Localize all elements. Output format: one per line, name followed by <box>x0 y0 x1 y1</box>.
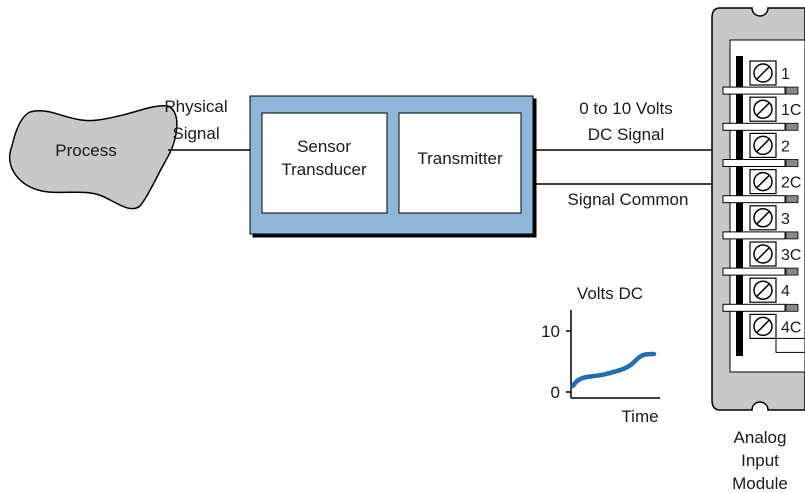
terminal-label-4: 4 <box>781 283 790 300</box>
terminal-separator-1 <box>722 86 786 95</box>
signal-common-label: Signal Common <box>568 190 689 209</box>
graph-voltage-curve <box>570 351 657 389</box>
physical-signal-label-2: Signal <box>172 124 219 143</box>
sensor-box <box>261 112 388 214</box>
graph-tick-top-label: 10 <box>541 322 560 341</box>
module-label-3: Module <box>732 474 788 493</box>
terminal-screw-slot-2 <box>756 138 770 152</box>
dc-signal-label-1: 0 to 10 Volts <box>579 99 673 118</box>
terminal-label-3: 3 <box>781 211 790 228</box>
terminal-screw-slot-3c <box>756 247 770 261</box>
terminal-label-2c: 2C <box>781 175 801 192</box>
volts-time-graph: Volts DC 10 0 Time <box>541 284 660 426</box>
terminal-separator-tab-3c <box>785 267 799 276</box>
sensor-label-2: Transducer <box>281 160 367 179</box>
module-label-2: Input <box>741 451 779 470</box>
terminal-separator-2c <box>722 195 786 204</box>
terminal-separator-4 <box>722 303 786 312</box>
sensor-label-1: Sensor <box>297 137 351 156</box>
terminal-screw-slot-2c <box>756 175 770 189</box>
terminal-screw-slot-3 <box>756 211 770 225</box>
terminal-separator-tab-4 <box>785 303 799 312</box>
terminal-screw-slot-1c <box>756 102 770 116</box>
terminal-separator-2 <box>722 159 786 167</box>
terminal-label-4c: 4C <box>781 319 801 336</box>
terminal-separator-tab-1 <box>785 86 799 95</box>
terminal-separator-3 <box>722 231 786 240</box>
terminal-separator-tab-3 <box>785 231 799 240</box>
graph-tick-bottom-label: 0 <box>551 383 560 402</box>
terminal-bottom-box <box>775 337 805 353</box>
terminal-label-1: 1 <box>781 66 790 83</box>
terminal-label-3c: 3C <box>781 247 801 264</box>
terminal-separator-tab-2c <box>785 195 799 204</box>
analog-input-module: 1 1C 2 2C 3 3C 4 4C <box>711 7 805 411</box>
process-label: Process <box>55 141 116 160</box>
terminal-screw-slot-1 <box>756 66 770 80</box>
graph-xlabel: Time <box>621 407 658 426</box>
terminal-screw-slot-4c <box>756 319 770 333</box>
process-shape <box>9 105 178 210</box>
physical-signal-label-1: Physical <box>164 97 227 116</box>
terminal-separator-tab-2 <box>785 159 799 167</box>
terminal-separator-3c <box>722 267 786 276</box>
terminal-label-1c: 1C <box>781 102 801 119</box>
terminal-label-2: 2 <box>781 138 790 155</box>
module-black-stripe <box>736 56 743 356</box>
terminal-strip: 1 1C 2 2C 3 3C 4 4C <box>722 60 805 353</box>
graph-ylabel: Volts DC <box>577 284 643 303</box>
terminal-separator-tab-1c <box>785 122 799 131</box>
transmitter-box <box>398 112 522 214</box>
dc-signal-label-2: DC Signal <box>588 125 665 144</box>
transmitter-label: Transmitter <box>417 149 503 168</box>
terminal-screw-slot-4 <box>756 283 770 297</box>
terminal-separator-1c <box>722 122 786 131</box>
module-label-1: Analog <box>734 428 787 447</box>
